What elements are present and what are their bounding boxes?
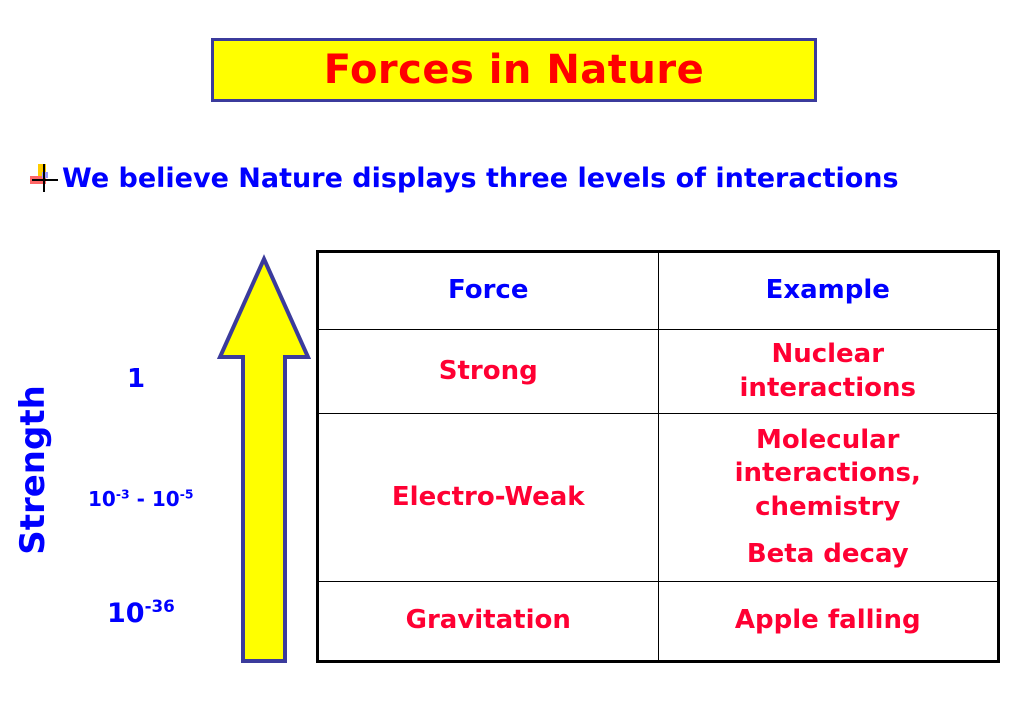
strength-label-text: Strength (13, 385, 54, 555)
table-row: Strong Nuclear interactions (317, 329, 999, 414)
table-header-row: Force Example (317, 251, 999, 330)
bullet-text: We believe Nature displays three levels … (62, 162, 899, 194)
force-cell: Electro-Weak (317, 413, 659, 582)
bullet-icon (28, 162, 60, 194)
bullet-point: We believe Nature displays three levels … (28, 158, 899, 198)
force-cell: Gravitation (317, 581, 659, 662)
column-header-force: Force (317, 251, 659, 330)
force-cell: Strong (317, 329, 659, 414)
example-cell: Molecular interactions, chemistry Beta d… (657, 413, 999, 582)
title-box: Forces in Nature (211, 38, 817, 102)
table-row: Electro-Weak Molecular interactions, che… (317, 413, 999, 582)
page-title: Forces in Nature (323, 47, 705, 93)
forces-table: Force Example Strong Nuclear interaction… (316, 250, 1000, 663)
example-cell: Apple falling (657, 581, 999, 662)
example-cell: Nuclear interactions (657, 329, 999, 414)
strength-axis-label: Strength (8, 380, 58, 560)
table-row: Gravitation Apple falling (317, 581, 999, 662)
column-header-example: Example (657, 251, 999, 330)
strength-arrow-icon (216, 254, 312, 663)
scale-label-strong: 1 (127, 364, 146, 394)
scale-label-gravity: 10-36 (107, 596, 175, 629)
scale-label-electroweak: 10-3 - 10-5 (88, 486, 194, 511)
